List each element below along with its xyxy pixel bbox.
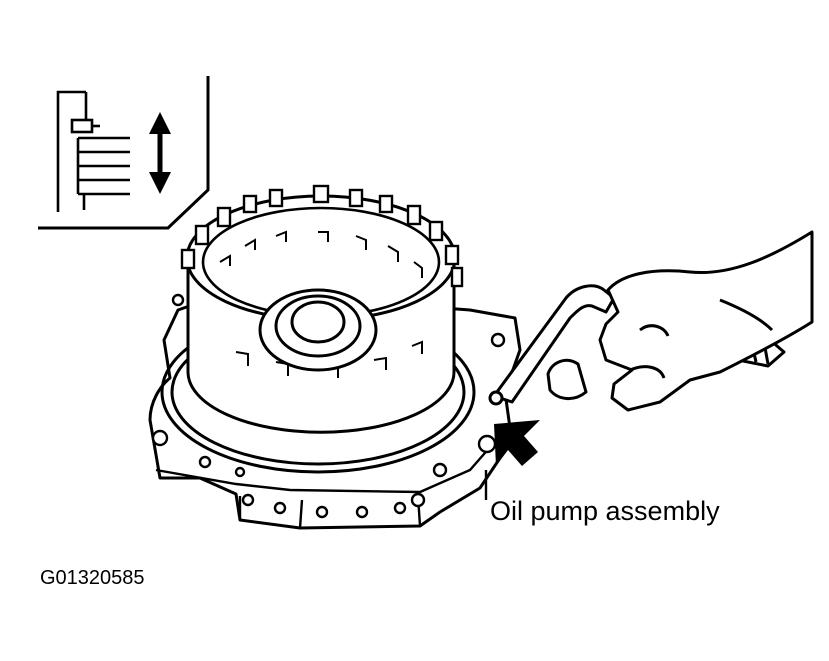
bolt-holes <box>151 293 506 519</box>
figure-id: G01320585 <box>40 567 145 589</box>
callout-label: Oil pump assembly <box>490 496 720 526</box>
hand-icon <box>598 230 814 412</box>
drum-hub <box>258 288 378 372</box>
pointer-arrow-icon <box>494 420 540 466</box>
inset-panel <box>38 76 210 230</box>
drum-spline-teeth <box>180 184 464 288</box>
double-headed-vertical-arrow-icon <box>149 112 171 194</box>
clutch-pack-travel-diagram-icon <box>56 90 130 212</box>
